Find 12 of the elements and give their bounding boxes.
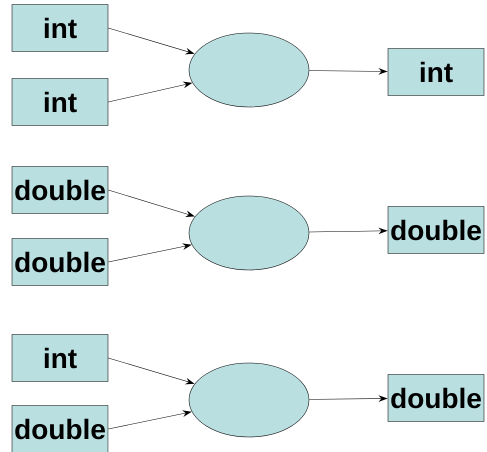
type-box: double — [12, 166, 108, 214]
process-ellipse — [188, 32, 310, 108]
process-ellipse — [188, 362, 310, 438]
type-box: int — [12, 78, 108, 126]
type-box: double — [388, 206, 484, 254]
type-box: double — [388, 374, 484, 422]
type-box: int — [388, 48, 484, 96]
type-box: int — [12, 334, 108, 382]
type-box: double — [12, 238, 108, 286]
type-box: double — [12, 405, 108, 452]
type-box: int — [12, 4, 108, 52]
process-ellipse — [188, 196, 310, 270]
